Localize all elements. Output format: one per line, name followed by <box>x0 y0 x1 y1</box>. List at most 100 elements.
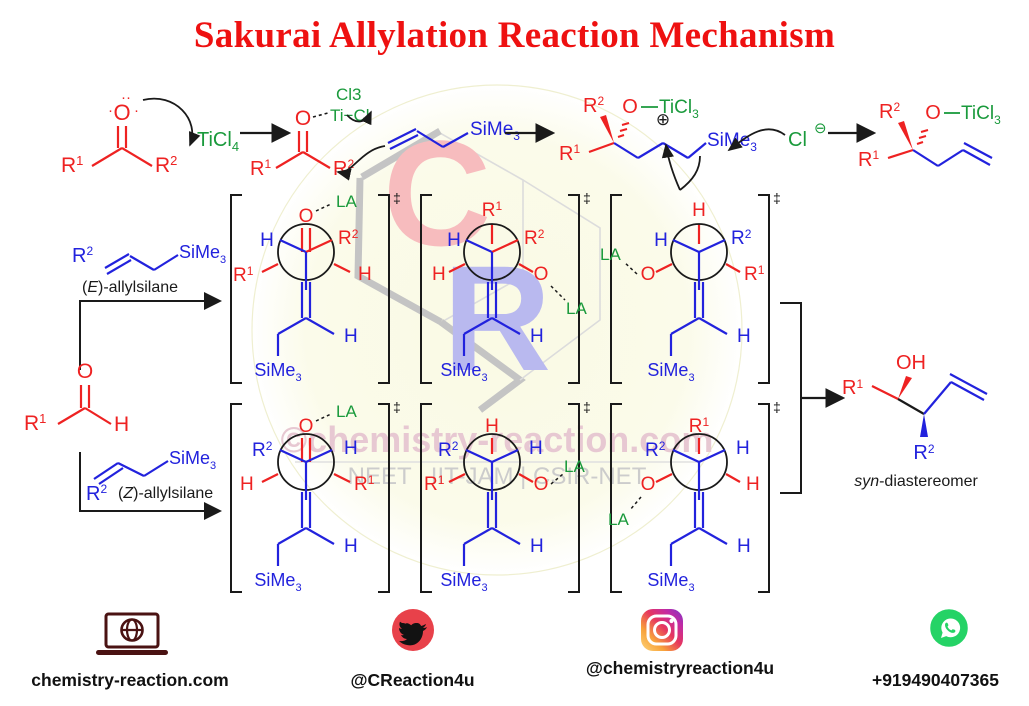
ketone-r2-label: R2 <box>155 153 177 177</box>
twitter-icon[interactable] <box>392 609 434 651</box>
ts-vinyl-h-label: H <box>344 326 358 347</box>
product-caption: syn-diastereomer <box>854 473 978 490</box>
reactants-column: R2 SiMe3 (E)-allylsilane O R1 H <box>24 242 226 520</box>
ts-la-label: LA <box>566 299 587 318</box>
ts-dagger: ‡ <box>773 190 781 206</box>
chloride-label: Cl <box>788 129 807 151</box>
ts-bracket-left <box>610 194 622 384</box>
watermark-hexagon-bold-2 <box>360 127 442 181</box>
lone-pair-dots-side: · <box>108 102 113 119</box>
prod-o-label: O <box>925 102 941 124</box>
product-wedge-r2 <box>920 414 928 437</box>
ts-upper-right-label: H <box>529 438 543 459</box>
ts-lower-right-label: H <box>358 264 372 285</box>
ts-upper-right-label: R2 <box>731 227 752 249</box>
z-allylsilane-caption: (Z)-allylsilane <box>118 485 213 502</box>
ts-bracket-left <box>610 403 622 593</box>
chloride-ion: Cl ⊖ <box>727 120 827 152</box>
ts-bracket-right <box>568 194 580 384</box>
ts-bracket-left <box>230 194 242 384</box>
ts-bracket-right <box>378 194 390 384</box>
watermark-line2: NEET | IIT-JAM | CSIR-NET <box>348 463 647 490</box>
ts-bracket-right <box>378 403 390 593</box>
ts-o-label: O <box>534 264 549 285</box>
footer-label-website[interactable]: chemistry-reaction.com <box>31 670 229 690</box>
cation-wedge-r2 <box>600 115 614 143</box>
ts-bracket-right <box>568 403 580 593</box>
allylsilane-top: SiMe3 <box>387 119 520 150</box>
activated-r1-label: R1 <box>250 157 271 180</box>
ts-upper-left-label: H <box>260 230 274 251</box>
curly-arrow-cl-attack <box>727 128 786 152</box>
prod-wedge-r2 <box>898 121 913 150</box>
curly-arrow-hyperconj <box>661 143 681 191</box>
ts-bracket-right <box>758 403 770 593</box>
product-wedge-oh <box>898 376 912 399</box>
cation-charge: ⊕ <box>656 110 670 129</box>
curly-arrow-hyperconj2 <box>679 155 701 191</box>
ts-upper-left-label: H <box>447 230 461 251</box>
whatsapp-icon[interactable] <box>927 606 971 650</box>
cation-sime3-label: SiMe3 <box>707 130 757 154</box>
prod-r1-label: R1 <box>858 148 879 171</box>
ts-bracket-left <box>230 403 242 593</box>
ts-vinyl-h-label: H <box>737 326 751 347</box>
footer-icons <box>96 606 971 655</box>
z-allyl-r2-label: R2 <box>86 482 107 505</box>
ts-lower-left-label: R1 <box>233 264 254 286</box>
footer-label-instagram[interactable]: @chemistryreaction4u <box>585 658 775 678</box>
aldehyde-r1-label: R1 <box>24 411 46 435</box>
e-allyl-r2-label: R2 <box>72 244 93 267</box>
ts-bracket-left <box>420 403 432 593</box>
e-allyl-sime3-label: SiMe3 <box>179 242 226 266</box>
footer-label-whatsapp[interactable]: +919490407365 <box>871 670 999 690</box>
ts-top-label: H <box>485 416 499 437</box>
product-oh-label: OH <box>896 352 926 374</box>
ketone-r1-label: R1 <box>61 153 83 177</box>
curly-arrow-ti-cl <box>346 110 372 126</box>
ts-bracket-right <box>758 194 770 384</box>
activated-o-label: O <box>295 107 311 130</box>
ts-upper-left-label: H <box>654 230 668 251</box>
watermark-line1: ©chemistry-reaction.com <box>281 419 714 460</box>
ts-vinyl-h-label: H <box>737 536 751 557</box>
ts-bot-3: ‡ R1 R2 H O LA H H SiMe3 <box>608 399 781 594</box>
watermark-hexagon-bold <box>354 177 443 326</box>
product-group: OH R1 R2 syn-diastereomer <box>780 302 988 494</box>
prod-hash-o <box>916 129 929 145</box>
ts-vinyl-h-label: H <box>344 536 358 557</box>
page-title: Sakurai Allylation Reaction Mechanism <box>193 15 836 56</box>
ts-upper-right-label: H <box>736 438 750 459</box>
ts-lower-left-label: H <box>240 474 254 495</box>
footer-label-twitter[interactable]: @CReaction4u <box>350 670 475 690</box>
lone-pair-dots: ·· <box>121 89 131 106</box>
ts-dagger: ‡ <box>583 190 591 206</box>
ticl4-label: TiCl4 <box>197 129 239 154</box>
ketone-reactant: ·· O · · R1 R2 <box>61 89 177 177</box>
ts-sime3-label: SiMe3 <box>254 570 301 594</box>
titanium-alkoxide-product: R2 O TiCl3 R1 <box>858 100 1001 171</box>
ts-la-label: LA <box>608 510 629 529</box>
ts-o-label: O <box>641 474 656 495</box>
instagram-icon[interactable] <box>641 609 683 651</box>
prod-r2-label: R2 <box>879 100 900 123</box>
ts-sime3-label: SiMe3 <box>440 570 487 594</box>
ts-o-label: O <box>299 416 314 437</box>
chloride-charge: ⊖ <box>814 120 827 137</box>
aldehyde-o-label: O <box>77 360 93 383</box>
z-allyl-sime3-label: SiMe3 <box>169 448 216 472</box>
ts-dagger: ‡ <box>393 399 401 415</box>
e-allylsilane-caption: (E)-allylsilane <box>82 279 178 296</box>
ts-upper-right-label: H <box>344 438 358 459</box>
joining-bracket <box>780 302 802 494</box>
ts-vinyl-h-label: H <box>530 536 544 557</box>
website-icon[interactable] <box>96 612 168 655</box>
ts-dagger: ‡ <box>393 190 401 206</box>
ts-o-label: O <box>641 264 656 285</box>
ts-bracket-left <box>420 194 432 384</box>
aldehyde-h-label: H <box>114 413 129 436</box>
ts-dagger: ‡ <box>773 399 781 415</box>
ticl3-top-label: Cl3 <box>336 85 362 104</box>
ts-lower-left-label: H <box>432 264 446 285</box>
